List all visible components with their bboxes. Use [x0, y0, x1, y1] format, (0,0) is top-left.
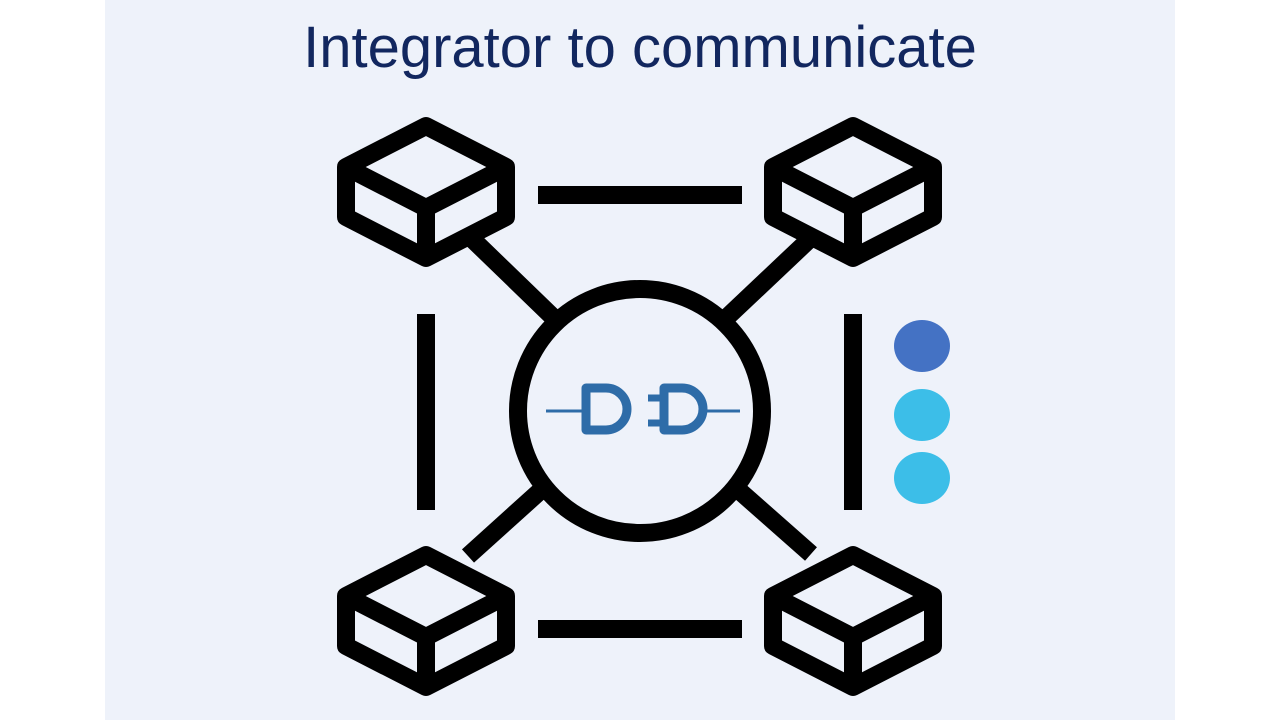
spoke-top-right [715, 229, 820, 329]
plug-connector-icon [546, 383, 740, 435]
cube-icon [346, 555, 506, 687]
hub-circle [509, 280, 771, 542]
slide-title: Integrator to communicate [303, 15, 977, 80]
spoke-top-left [460, 227, 567, 331]
cube-icon [773, 126, 933, 258]
slide: Integrator to communicate [105, 0, 1175, 720]
dot-light-blue [894, 389, 950, 441]
dot-light-blue [894, 452, 950, 504]
cube-icon [346, 126, 506, 258]
cube-icon [773, 555, 933, 687]
dot-dark-blue [894, 320, 950, 372]
indicator-dots [894, 320, 950, 504]
